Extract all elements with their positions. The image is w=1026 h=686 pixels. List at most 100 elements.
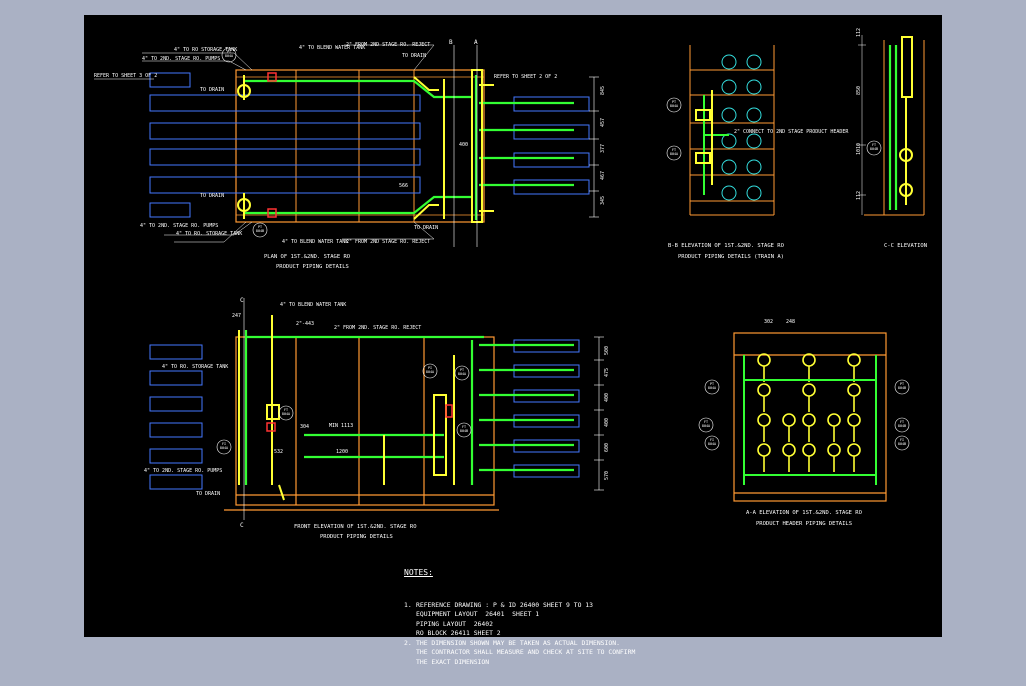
- label-to-2nd-stage-bottom: 4" TO 2ND. STAGE RO. PUMPS: [140, 223, 218, 229]
- label-to-drain-3: TO DRAIN: [200, 193, 224, 199]
- front-dim-4: 600: [604, 443, 610, 452]
- plan-dim-0: 845: [600, 86, 606, 95]
- label-to-drain-2: TO DRAIN: [402, 53, 426, 59]
- label-front-to-ro-storage: 4" TO RO. STORAGE TANK: [162, 364, 228, 370]
- front-dimensions: 500 475 400 400 600 570: [604, 346, 610, 480]
- notes-block: NOTES: 1. REFERENCE DRAWING : P & ID 2640…: [404, 549, 635, 686]
- note-text: REFERENCE DRAWING : P & ID 26400 SHEET 9…: [416, 601, 593, 639]
- dim-min-1113: MIN 1113: [329, 423, 353, 429]
- dim-247: 247: [232, 313, 241, 319]
- label-front-to-blend: 4" TO BLEND WATER TANK: [280, 302, 346, 308]
- bb-title: B-B ELEVATION OF 1ST.&2ND. STAGE RO: [668, 243, 784, 249]
- notes-heading: NOTES:: [404, 568, 433, 577]
- section-marker-a: A: [474, 39, 478, 46]
- bb-note: 2" CONNECT TO 2ND STAGE PRODUCT HEADER: [734, 129, 849, 135]
- cc-dimensions: 112 850 1010 112: [856, 28, 862, 200]
- note-line: RO BLOCK 26411 SHEET 2: [416, 629, 501, 637]
- cc-dim-2: 1010: [856, 143, 862, 155]
- cc-title: C-C ELEVATION: [884, 243, 927, 249]
- front-title: FRONT ELEVATION OF 1ST.&2ND. STAGE RO: [294, 524, 417, 530]
- bb-subtitle: PRODUCT PIPING DETAILS (TRAIN A): [678, 254, 784, 260]
- label-to-drain-4: TO DRAIN: [414, 225, 438, 231]
- cc-dim-1: 850: [856, 86, 862, 95]
- plan-dim-4: 345: [600, 196, 606, 205]
- plan-dim-2: 377: [600, 144, 606, 153]
- aa-subtitle: PRODUCT HEADER PIPING DETAILS: [756, 521, 852, 527]
- dim-532: 532: [274, 449, 283, 455]
- label-front-from-reject: 2" FROM 2ND. STAGE RO. REJECT: [334, 325, 421, 331]
- plan-dimensions: 845 457 377 467 345: [600, 86, 606, 205]
- dim-400: 400: [459, 142, 468, 148]
- note-text: THE DIMENSION SHOWN MAY BE TAKEN AS ACTU…: [416, 639, 635, 668]
- label-refer-left: REFER TO SHEET 3 OF 2: [94, 73, 157, 79]
- label-refer-right: REFER TO SHEET 2 OF 2: [494, 74, 557, 80]
- label-from-reject-bottom: 2" FROM 2ND STAGE RO. REJECT: [346, 239, 430, 245]
- front-dim-5: 570: [604, 471, 610, 480]
- aa-elevation: [698, 332, 910, 502]
- label-to-drain-1: TO DRAIN: [200, 87, 224, 93]
- front-elevation: [149, 298, 604, 520]
- label-from-reject-top: 2" FROM 2ND STAGE RO. REJECT: [346, 42, 430, 48]
- aa-dim-248: 248: [786, 319, 795, 325]
- note-item: 2. THE DIMENSION SHOWN MAY BE TAKEN AS AC…: [404, 639, 635, 668]
- note-line: THE EXACT DIMENSION: [416, 657, 490, 666]
- front-subtitle: PRODUCT PIPING DETAILS: [320, 534, 393, 540]
- label-to-blend-top: 4" TO BLEND WATER TANK: [299, 45, 365, 51]
- dim-1200: 1200: [336, 449, 348, 455]
- aa-title: A-A ELEVATION OF 1ST.&2ND. STAGE RO: [746, 510, 862, 516]
- plan-dim-3: 467: [600, 171, 606, 180]
- notes-list: 1. REFERENCE DRAWING : P & ID 26400 SHEET…: [404, 601, 635, 668]
- section-marker-c-bot: C: [240, 522, 244, 529]
- front-dim-1: 475: [604, 368, 610, 377]
- label-front-to-2nd-stage: 4" TO 2ND. STAGE RO. PUMPS: [144, 468, 222, 474]
- plan-dim-1: 457: [600, 118, 606, 127]
- note-line: PIPING LAYOUT 26402: [416, 619, 493, 628]
- note-number: 2.: [404, 638, 412, 647]
- plan-view: [94, 44, 599, 247]
- cad-drawing: 4" TO RO STORAGE TANK 4" TO 2ND. STAGE R…: [94, 28, 927, 540]
- drawing-sheet: 4" TO RO STORAGE TANK 4" TO 2ND. STAGE R…: [84, 15, 942, 666]
- cc-elevation: [858, 35, 925, 216]
- cc-dim-0: 112: [856, 28, 862, 37]
- front-dim-0: 500: [604, 346, 610, 355]
- text-layer: 4" TO RO STORAGE TANK 4" TO 2ND. STAGE R…: [94, 28, 927, 540]
- note-number: 1.: [404, 600, 412, 609]
- label-to-2nd-stage-top: 4" TO 2ND. STAGE RO. PUMPS: [142, 56, 220, 62]
- front-dim-2: 400: [604, 393, 610, 402]
- front-dim-3: 400: [604, 418, 610, 427]
- bb-elevation: [666, 45, 775, 216]
- cad-geometry: [94, 35, 925, 520]
- plan-title: PLAN OF 1ST.&2ND. STAGE RO: [264, 254, 350, 260]
- note-line: EQUIPMENT LAYOUT 26401 SHEET 1: [416, 610, 540, 618]
- plan-subtitle: PRODUCT PIPING DETAILS: [276, 264, 349, 270]
- note-line: THE CONTRACTOR SHALL MEASURE AND CHECK A…: [416, 648, 636, 656]
- cc-dim-3: 112: [856, 191, 862, 200]
- note-item: 1. REFERENCE DRAWING : P & ID 26400 SHEET…: [404, 601, 635, 639]
- section-marker-b: B: [449, 39, 453, 46]
- aa-dim-302: 302: [764, 319, 773, 325]
- note-line: THE DIMENSION SHOWN MAY BE TAKEN AS ACTU…: [416, 638, 620, 647]
- label-to-ro-storage-top: 4" TO RO STORAGE TANK: [174, 47, 237, 53]
- dim-304: 304: [300, 424, 309, 430]
- label-front-to-drain: TO DRAIN: [196, 491, 220, 497]
- note-line: REFERENCE DRAWING : P & ID 26400 SHEET 9…: [416, 600, 593, 609]
- dim-566: 566: [399, 183, 408, 189]
- label-to-blend-bottom: 4" TO BLEND WATER TANK: [282, 239, 348, 245]
